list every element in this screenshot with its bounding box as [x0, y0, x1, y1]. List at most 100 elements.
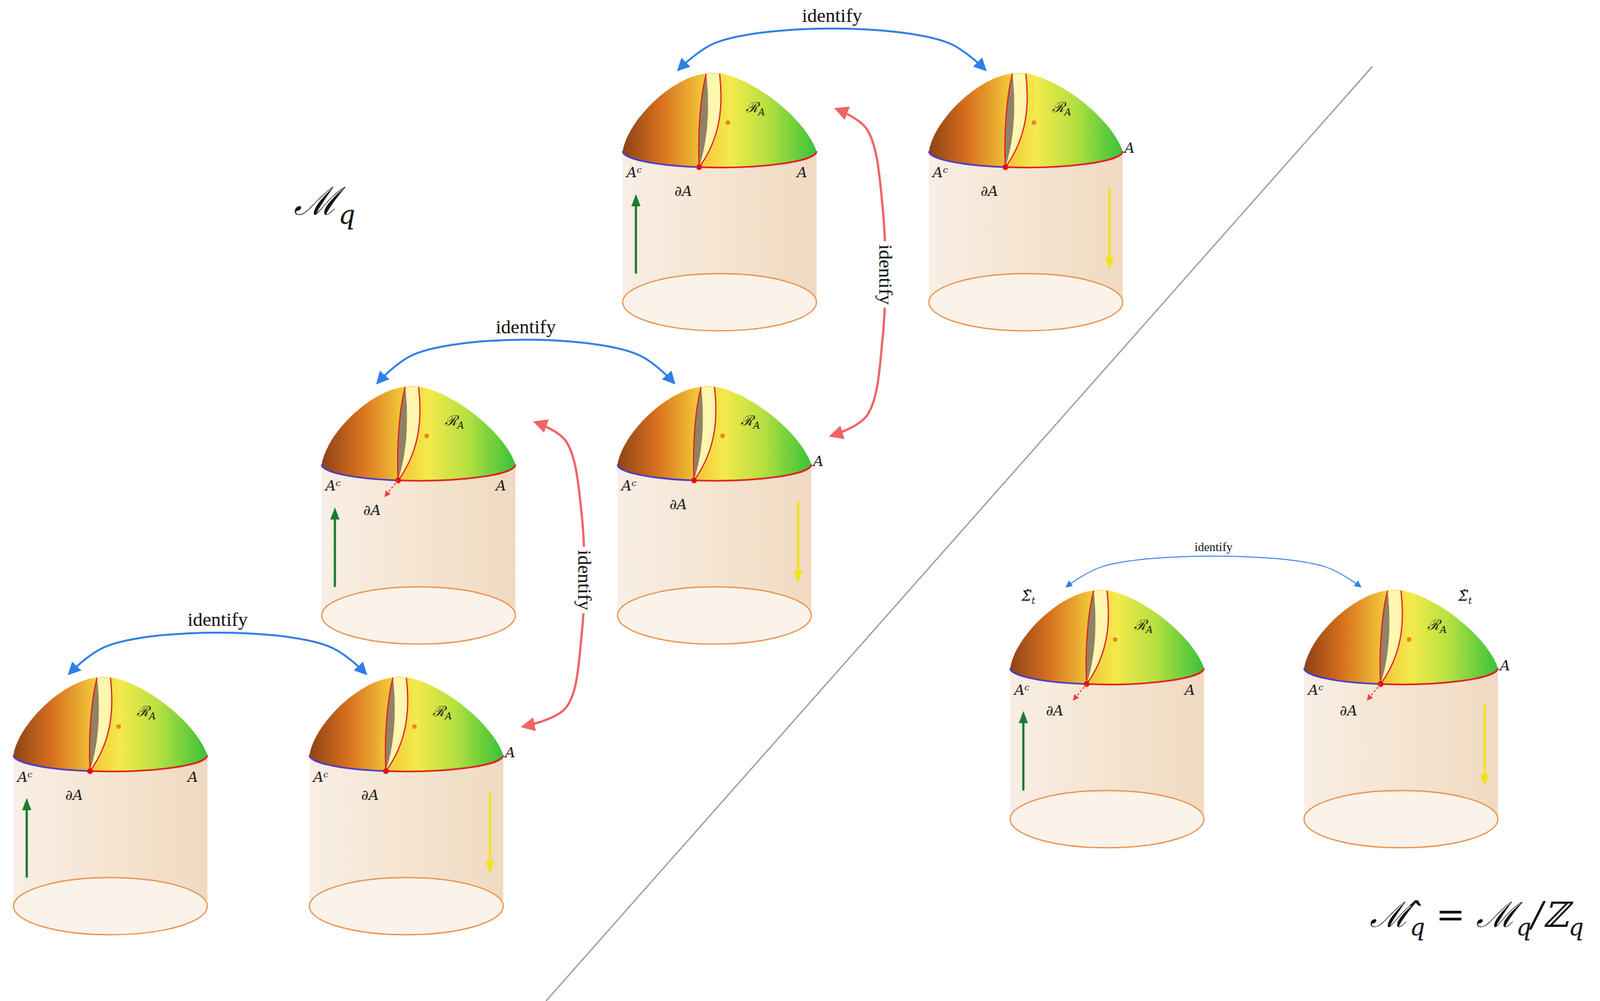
math-label: Aᶜ [313, 769, 329, 786]
cylinder-part [796, 500, 799, 573]
cylinder-part [89, 677, 112, 771]
cylinder-part [1483, 705, 1486, 777]
cylinder-part [1004, 73, 1013, 167]
cylinder-part [89, 677, 112, 771]
cylinder-part [1010, 790, 1205, 849]
cylinder-part [928, 150, 1123, 331]
cylinder-part [1304, 589, 1499, 685]
edge-label: identify [187, 609, 248, 630]
cylinder-part [698, 73, 721, 167]
edge-label: identify [874, 241, 898, 309]
cylinder-part [488, 791, 491, 864]
math-label: ℛA [745, 99, 766, 118]
math-label: A [495, 478, 507, 494]
cylinder-node: ℛAAᶜ∂AA [304, 673, 524, 940]
math-label: A [796, 165, 808, 181]
identify-arrow [69, 632, 366, 674]
cylinder-part [1004, 73, 1027, 167]
math-label: ℛA [432, 703, 452, 722]
math-label: Aᶜ [932, 165, 949, 181]
cylinder-part [1304, 668, 1381, 685]
cylinder-part [13, 754, 91, 771]
math-label: A [1500, 658, 1511, 674]
cylinder-part [617, 464, 695, 481]
subscript: A [1146, 624, 1154, 636]
subscript: A [752, 419, 761, 432]
cylinder-part [691, 477, 697, 483]
math-label: ℛA [444, 413, 465, 432]
cylinder-part [309, 754, 504, 935]
cylinder-node: Σ̃tℛAAᶜA∂A [1004, 586, 1225, 853]
math-label: ∂A [980, 183, 998, 200]
identify-arrow [1066, 556, 1361, 587]
cylinder-part [1380, 591, 1388, 685]
cylinder-part [397, 386, 420, 481]
cylinder-part [309, 877, 504, 935]
edge-label: identify [573, 546, 597, 614]
cylinder-part [928, 150, 1005, 167]
cylinder-node: ℛA Aᶜ ∂A A [316, 382, 536, 649]
cylinder-part [1304, 668, 1499, 849]
cylinder-part [1108, 187, 1111, 260]
cylinder-part [693, 464, 811, 481]
subscript: A [1439, 624, 1447, 636]
math-label: ℛA [1427, 617, 1447, 636]
cylinder-part [793, 570, 803, 583]
manifold-label: ℳq [293, 179, 356, 230]
cylinder-node: ℛAAᶜ∂AA [617, 69, 837, 336]
cylinder-part [631, 194, 641, 207]
subscript: t [1031, 595, 1036, 608]
cylinder-part [385, 677, 408, 771]
cylinder-part [321, 586, 516, 644]
cylinder-part [13, 877, 208, 935]
cylinder-node: Σ̃tℛAAᶜA∂A [1298, 586, 1519, 853]
cylinder-part [411, 724, 417, 730]
cylinder-part [387, 480, 398, 493]
cylinder-part [21, 798, 31, 811]
cylinder-part [725, 119, 730, 125]
math-label: ∂A [363, 502, 381, 519]
cylinder-figure [1298, 586, 1519, 853]
cylinder-part [87, 768, 93, 775]
cylinder-part [384, 677, 393, 771]
cylinder-part [385, 677, 408, 771]
cylinder-part [1377, 681, 1384, 688]
cylinder-node: ℛAAᶜ∂AA [923, 69, 1143, 336]
math-label: Σ̃t [1458, 588, 1473, 607]
cylinder-figure [612, 382, 832, 649]
cylinder-part [1304, 790, 1499, 849]
cylinder-part [25, 808, 28, 879]
cylinder-part [1380, 591, 1403, 685]
cylinder-part [622, 72, 817, 168]
subscript: A [758, 106, 766, 118]
math-label: Σ̃t [1021, 588, 1036, 607]
cylinder-part [1104, 257, 1114, 270]
cylinder-part [1022, 721, 1025, 791]
cylinder-part [384, 489, 391, 497]
cylinder-part [1380, 591, 1403, 685]
cylinder-part [1480, 774, 1490, 787]
cylinder-part [698, 73, 721, 167]
cylinder-figure [617, 69, 837, 336]
subscript: q [1409, 913, 1426, 942]
math-label: A [1184, 682, 1196, 699]
cylinder-part [622, 273, 817, 331]
cylinder-part [385, 754, 503, 771]
manifold-label: ℳ̂q = ℳq/ℤq [1369, 896, 1584, 941]
math-label: Aᶜ [17, 769, 33, 786]
cylinder-part [693, 386, 702, 481]
cylinder-node: ℛAAᶜ∂AA [612, 382, 832, 649]
cylinder-part [617, 586, 812, 644]
math-label: A [187, 769, 198, 786]
edge-label: identify [495, 317, 556, 337]
cylinder-part [397, 386, 420, 481]
cylinder-part [1380, 668, 1499, 685]
math-label: Aᶜ [325, 478, 342, 494]
cylinder-part [1086, 591, 1109, 685]
math-label: ℛA [740, 413, 761, 432]
cylinder-figure [923, 69, 1143, 336]
edge-label: identify [1194, 540, 1233, 554]
cylinder-part [116, 724, 121, 730]
cylinder-part [693, 386, 716, 481]
cylinder-part [333, 517, 336, 588]
